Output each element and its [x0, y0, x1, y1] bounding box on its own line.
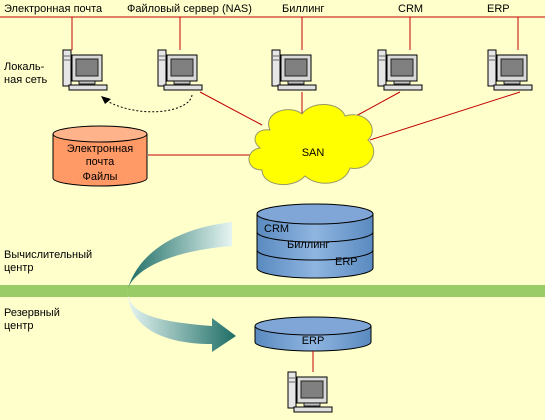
local-storage-label-1: Электронная: [67, 143, 134, 155]
compute-center-label-1: Вычислительный: [4, 249, 92, 261]
main-storage-cylinder: [256, 203, 374, 279]
curved-arrow-icon: [127, 288, 236, 352]
center-divider-band: [0, 285, 545, 297]
reserve-center-label-2: центр: [4, 320, 34, 332]
computer-icon: [487, 49, 533, 91]
reserve-center-label-1: Резервный: [4, 307, 60, 319]
computer-icon: [62, 49, 108, 91]
compute-center-label-2: центр: [4, 262, 34, 274]
arrowhead-icon: [101, 96, 111, 104]
label-crm: CRM: [398, 3, 423, 15]
backup-storage-label-erp: ERP: [302, 335, 325, 347]
network-lines: [0, 16, 545, 156]
label-billing: Биллинг: [282, 3, 324, 15]
cloud-icon: [248, 104, 375, 186]
label-email: Электронная почта: [4, 3, 103, 15]
label-erp: ERP: [487, 3, 510, 15]
san-label: SAN: [302, 147, 325, 159]
computer-icon: [271, 49, 317, 91]
dashed-arrow: [104, 94, 193, 113]
label-nas: Файловый сервер (NAS): [127, 3, 252, 15]
curved-arrow-icon: [128, 222, 232, 288]
label-lan-line1: Локаль-: [4, 61, 45, 73]
main-storage-label-erp: ERP: [335, 256, 358, 268]
computer-icon: [377, 49, 423, 91]
main-storage-label-crm: CRM: [264, 223, 289, 235]
label-lan-line2: ная сеть: [4, 74, 47, 86]
local-storage-cylinder: [52, 125, 148, 187]
backup-storage-cylinder: [254, 316, 372, 352]
local-storage-label-2: почта: [86, 156, 115, 168]
local-storage-label-3: Файлы: [83, 171, 118, 183]
computer-icon: [287, 371, 333, 413]
main-storage-label-billing: Биллинг: [287, 239, 329, 251]
computer-icon: [157, 49, 203, 91]
